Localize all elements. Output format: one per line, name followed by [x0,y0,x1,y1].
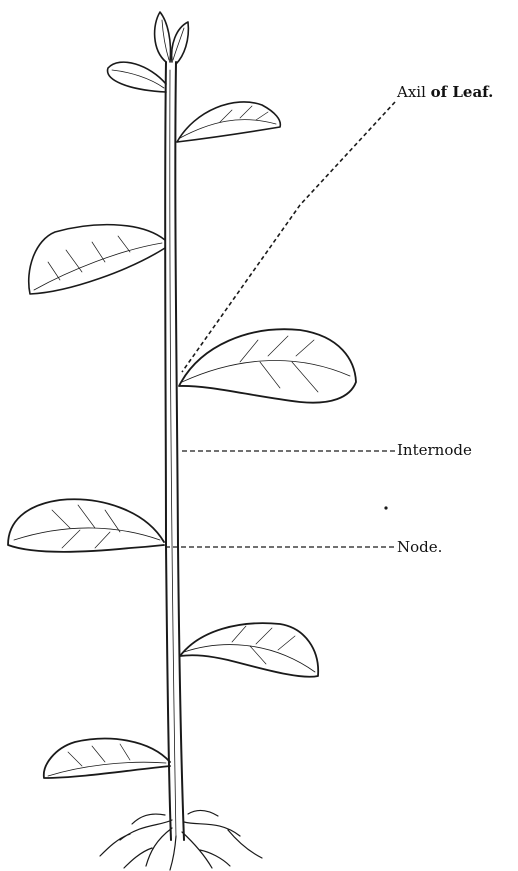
roots [100,810,262,870]
leaf-upper-left [108,62,166,92]
axil-of-leaf-label: Axil of Leaf. [397,85,493,100]
leaf-upper-right [177,102,280,142]
leaf-lower-right [180,623,318,677]
axil-prefix: Axil [397,83,426,101]
leaf-bottom-left [44,739,170,778]
speck [384,506,387,509]
leaf-axil-right [179,329,356,402]
axil-rest: of Leaf. [431,83,494,101]
node-label: Node. [397,540,442,555]
axil-leader [182,102,395,372]
leaf-mid-left [29,225,165,294]
terminal-bud [155,12,189,64]
leader-lines [165,102,395,547]
internode-label: Internode [397,443,472,458]
leaf-node-left [8,499,164,551]
stem [165,62,184,840]
